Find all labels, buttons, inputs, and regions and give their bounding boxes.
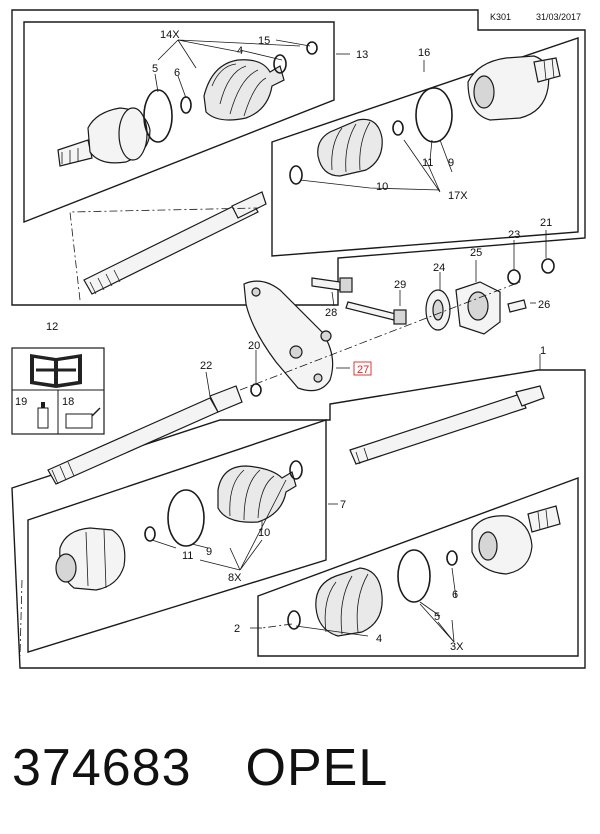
upper-axis-line (69, 207, 259, 301)
callout-22: 22 (200, 360, 212, 372)
callout-18: 18 (62, 396, 74, 408)
callout-29: 29 (394, 279, 406, 291)
circlip-6 (180, 96, 192, 114)
callout-9-lower: 9 (206, 546, 212, 558)
circlip-11 (392, 120, 404, 136)
oil-can-icon (65, 407, 101, 429)
callout-13: 13 (356, 49, 368, 61)
inner-tripod-housing-lower (55, 527, 126, 591)
bolt-28 (311, 277, 353, 293)
callout-14-upper: 14X (160, 29, 180, 41)
callout-5-upper: 5 (152, 63, 158, 75)
page-date: 31/03/2017 (536, 12, 581, 22)
inner-clamp-10-lower (289, 460, 303, 480)
callout-6-upper: 6 (174, 67, 180, 79)
inner-joint-kit-frame-lower (27, 419, 327, 653)
lower-axis-line-left (19, 579, 23, 657)
clamp-ring-5-lower (397, 549, 431, 603)
callout-16: 16 (418, 47, 430, 59)
footer-caption: 374683 OPEL (12, 728, 388, 808)
lower-axis-line-right (261, 623, 293, 629)
callout-4-upper: 4 (237, 45, 243, 57)
callout-25: 25 (470, 247, 482, 259)
bearing-24 (425, 289, 451, 331)
callout-27: 27 (357, 364, 369, 376)
callout-11-upper: 11 (422, 157, 433, 169)
callout-17: 17X (448, 190, 468, 202)
callout-15: 15 (258, 35, 270, 47)
bearing-housing-25 (455, 281, 501, 335)
callout-10-upper: 10 (376, 181, 388, 193)
callout-20: 20 (248, 340, 260, 352)
callout-3: 3X (450, 641, 464, 653)
inner-boot-upper (317, 118, 383, 177)
large-clamp-9 (415, 87, 453, 143)
callout-8: 8X (228, 572, 242, 584)
bolt-26 (507, 299, 527, 313)
manual-book-icon (30, 354, 82, 388)
callout-4-lower: 4 (376, 633, 382, 645)
callout-9-upper: 9 (448, 157, 454, 169)
bolt-29 (345, 301, 407, 325)
small-clamp-4 (273, 54, 287, 74)
callout-24: 24 (433, 262, 445, 274)
inner-clamp-10 (289, 165, 303, 185)
clamp-ring-5 (143, 89, 173, 143)
callout-10-lower: 10 (258, 527, 270, 539)
upper-assembly-frame (11, 9, 586, 306)
large-clamp-9-lower (167, 489, 205, 547)
part-number: 374683 (12, 739, 192, 797)
oil-bottle-icon (37, 402, 49, 429)
callout-7: 7 (340, 499, 346, 511)
circlip-6-lower (446, 550, 458, 566)
seal-ring-21 (541, 258, 555, 274)
callout-5-lower: 5 (434, 611, 440, 623)
service-info-box (11, 347, 105, 435)
callout-26: 26 (538, 299, 550, 311)
brand-name: OPEL (245, 739, 389, 797)
callout-12: 12 (46, 321, 58, 333)
outer-joint-kit-frame (23, 21, 335, 224)
callout-27-highlight-box (353, 361, 372, 376)
callout-19: 19 (15, 396, 27, 408)
lower-assembly-frame (11, 369, 586, 669)
page-code: K301 (490, 12, 511, 22)
intermediate-shaft-22 (47, 385, 243, 485)
callout-2: 2 (234, 623, 240, 635)
callout-23: 23 (508, 229, 520, 241)
outer-boot-lower (315, 567, 383, 637)
callout-6-lower: 6 (452, 589, 458, 601)
lower-drive-shaft (349, 385, 545, 465)
inner-tripod-housing-upper (467, 55, 561, 121)
inner-boot-lower (217, 465, 297, 523)
outer-boot-upper (203, 59, 285, 121)
small-clamp-4-lower (287, 610, 301, 630)
circlip-20 (250, 383, 262, 397)
retaining-ring-15 (306, 41, 318, 55)
seal-ring-23 (507, 269, 521, 285)
upper-drive-shaft (83, 191, 267, 295)
outer-joint-kit-frame-lower (257, 476, 579, 657)
circlip-11-lower (144, 526, 156, 542)
bearing-axis-line (239, 281, 521, 391)
outer-cv-joint-lower (471, 505, 561, 575)
exploded-parts-diagram: K301 31/03/2017 (11, 9, 586, 669)
intermediate-bearing-bracket (243, 280, 334, 392)
callout-21: 21 (540, 217, 552, 229)
outer-cv-joint-upper (57, 107, 151, 167)
callout-11-lower: 11 (182, 550, 193, 562)
callout-1: 1 (540, 345, 546, 357)
callout-28: 28 (325, 307, 337, 319)
